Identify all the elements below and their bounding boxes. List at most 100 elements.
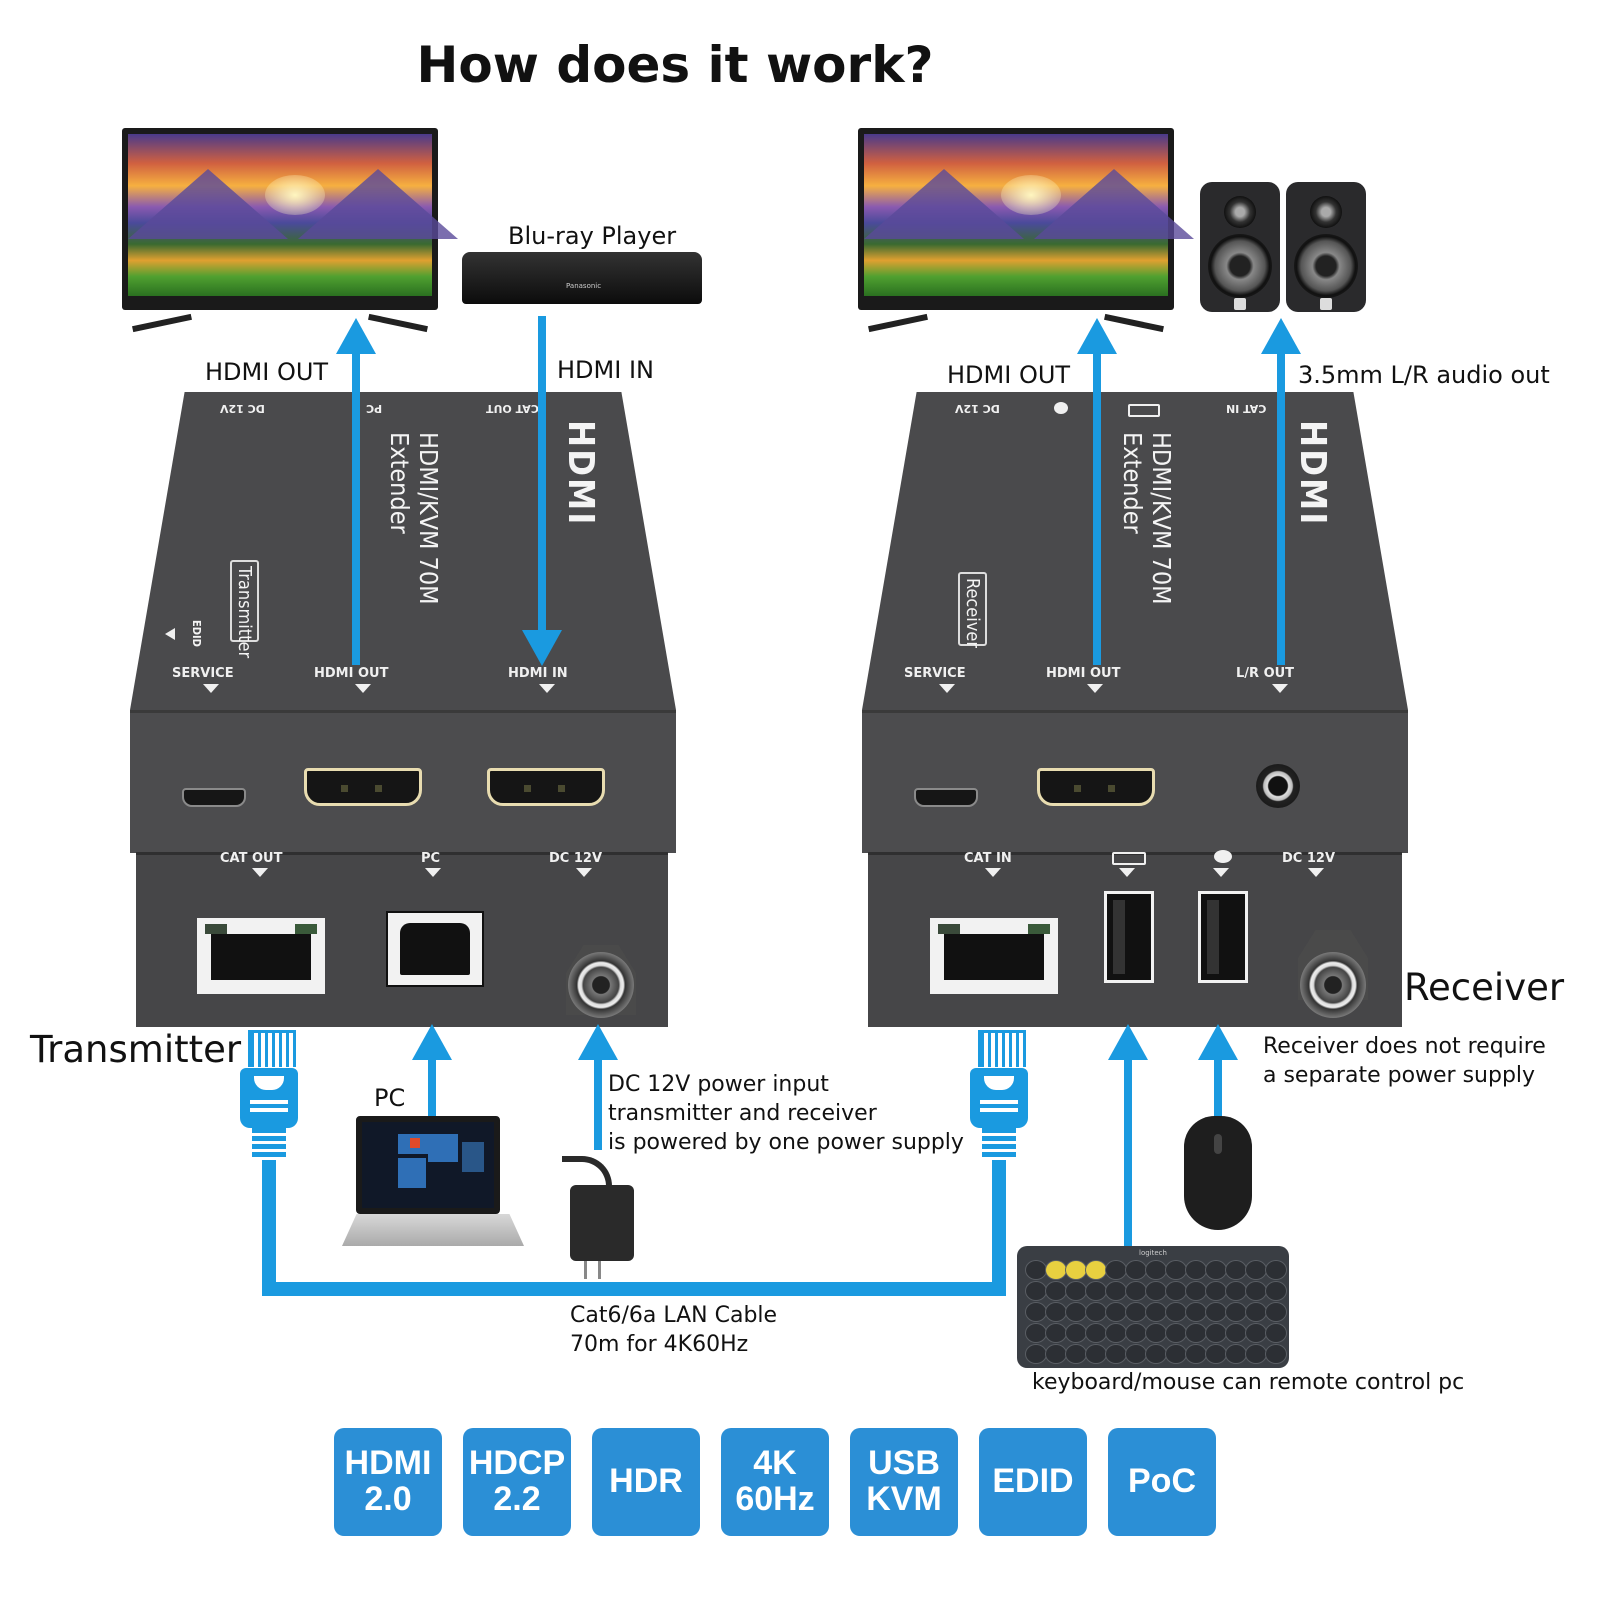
rx-audio-3-5mm-jack — [1256, 764, 1300, 808]
tx-hdmi-out-arrow — [352, 340, 360, 665]
tx-service-micro-usb-port — [182, 788, 246, 807]
rx-top-rear-label: DC 12V — [955, 402, 1000, 415]
rj45-plug-icon — [970, 1030, 1028, 1165]
keyboard-key — [1105, 1302, 1127, 1322]
keyboard-key — [1125, 1323, 1147, 1343]
keyboard-key — [1185, 1344, 1207, 1364]
keyboard-key — [1225, 1260, 1247, 1280]
tx-rear-label: PC — [421, 851, 441, 866]
tx-rear-label: DC 12V — [549, 851, 603, 866]
kvm-caption: keyboard/mouse can remote control pc — [1032, 1370, 1465, 1395]
keyboard-key — [1045, 1281, 1067, 1301]
tx-top-rear-label: DC 12V — [220, 402, 265, 415]
keyboard-key — [1265, 1323, 1287, 1343]
lan-cable-bottom — [262, 1282, 1006, 1296]
keyboard-key — [1145, 1260, 1167, 1280]
keyboard-key — [1185, 1260, 1207, 1280]
keyboard-key — [1085, 1302, 1107, 1322]
keyboard-brand: logitech — [1139, 1249, 1167, 1257]
keyboard-key — [1205, 1281, 1227, 1301]
tx-front-label: SERVICE — [172, 666, 234, 681]
keyboard-key — [1225, 1281, 1247, 1301]
keyboard-key — [1085, 1281, 1107, 1301]
keyboard-key — [1065, 1323, 1087, 1343]
tx-hdmi-in-arrow — [538, 316, 546, 638]
keyboard-key — [1205, 1344, 1227, 1364]
rx-rear-label: CAT IN — [964, 851, 1012, 866]
transmitter-top-panel — [130, 392, 676, 710]
mouse-usb-arrow — [1214, 1052, 1222, 1116]
tx-dc-12v-power-jack — [568, 952, 634, 1018]
rx-front-label: HDMI OUT — [1046, 666, 1121, 681]
rx-hdmi-out-label: HDMI OUT — [947, 361, 1071, 389]
speaker-left — [1200, 182, 1280, 312]
cable-note-line: Cat6/6a LAN Cable — [570, 1303, 778, 1328]
keyboard-key — [1145, 1344, 1167, 1364]
tx-hdmi-out-port — [304, 768, 422, 806]
keyboard-key — [1265, 1260, 1287, 1280]
keyboard-key — [1165, 1281, 1187, 1301]
keyboard-key — [1065, 1281, 1087, 1301]
keyboard-key — [1185, 1302, 1207, 1322]
tx-hdmi-logo: HDMI — [560, 420, 601, 527]
keyboard-key — [1245, 1344, 1267, 1364]
rx-rear-label: DC 12V — [1282, 851, 1336, 866]
rx-rear-mouse-icon — [1214, 850, 1232, 863]
keyboard-usb-arrow — [1124, 1052, 1132, 1248]
tx-top-rear-label: PC — [366, 402, 383, 415]
power-note-line: DC 12V power input — [608, 1072, 829, 1097]
rx-model-text: HDMI/KVM 70M Extender — [1118, 432, 1176, 605]
rx-dc-12v-jack — [1300, 952, 1366, 1018]
page-title: How does it work? — [416, 36, 934, 94]
speaker-right — [1286, 182, 1366, 312]
bluray-player: Panasonic — [462, 252, 702, 304]
keyboard-key — [1125, 1281, 1147, 1301]
keyboard-key — [1185, 1323, 1207, 1343]
keyboard-key — [1245, 1302, 1267, 1322]
power-adapter-icon — [570, 1185, 634, 1261]
keyboard-key — [1105, 1344, 1127, 1364]
edid-button-arrow-icon — [165, 628, 175, 640]
tx-rear-label: CAT OUT — [220, 851, 283, 866]
keyboard-key — [1065, 1344, 1087, 1364]
laptop-icon — [356, 1116, 500, 1214]
rx-rear-keyboard-icon — [1112, 852, 1146, 865]
keyboard-key — [1205, 1260, 1227, 1280]
lan-cable-right — [992, 1160, 1006, 1296]
keyboard-key — [1225, 1344, 1247, 1364]
tx-top-rear-label: CAT OUT — [486, 402, 539, 415]
keyboard-key — [1165, 1344, 1187, 1364]
keyboard-key — [1025, 1323, 1047, 1343]
keyboard-key — [1245, 1260, 1267, 1280]
keyboard-key — [1065, 1260, 1087, 1280]
keyboard-key — [1265, 1344, 1287, 1364]
rx-hdmi-out-port — [1037, 768, 1155, 806]
tx-cat-out-rj45-port — [197, 918, 325, 994]
mouse-icon — [1184, 1116, 1252, 1230]
pc-usb-arrow — [428, 1052, 436, 1118]
rx-top-mouse-icon — [1054, 402, 1068, 414]
keyboard-key — [1065, 1302, 1087, 1322]
keyboard-key — [1025, 1302, 1047, 1322]
keyboard-key — [1185, 1281, 1207, 1301]
keyboard-key — [1105, 1260, 1127, 1280]
keyboard-icon: logitech — [1017, 1246, 1289, 1368]
keyboard-key — [1045, 1260, 1067, 1280]
tx-front-label: HDMI OUT — [314, 666, 389, 681]
tv-screen-landscape — [128, 134, 458, 296]
transmitter-label: Transmitter — [30, 1028, 242, 1071]
rx-hdmi-out-arrow — [1093, 340, 1101, 665]
rx-mouse-usb-a-port — [1198, 891, 1248, 983]
rx-audio-arrow — [1277, 340, 1285, 665]
keyboard-key — [1085, 1323, 1107, 1343]
tx-front-label: HDMI IN — [508, 666, 568, 681]
tx-badge: Transmitter — [230, 560, 259, 658]
keyboard-key — [1165, 1302, 1187, 1322]
tx-pc-usb-b-port — [386, 911, 484, 987]
keyboard-key — [1265, 1302, 1287, 1322]
dc-power-arrow — [594, 1052, 602, 1150]
receiver-power-note-line: a separate power supply — [1263, 1063, 1536, 1088]
